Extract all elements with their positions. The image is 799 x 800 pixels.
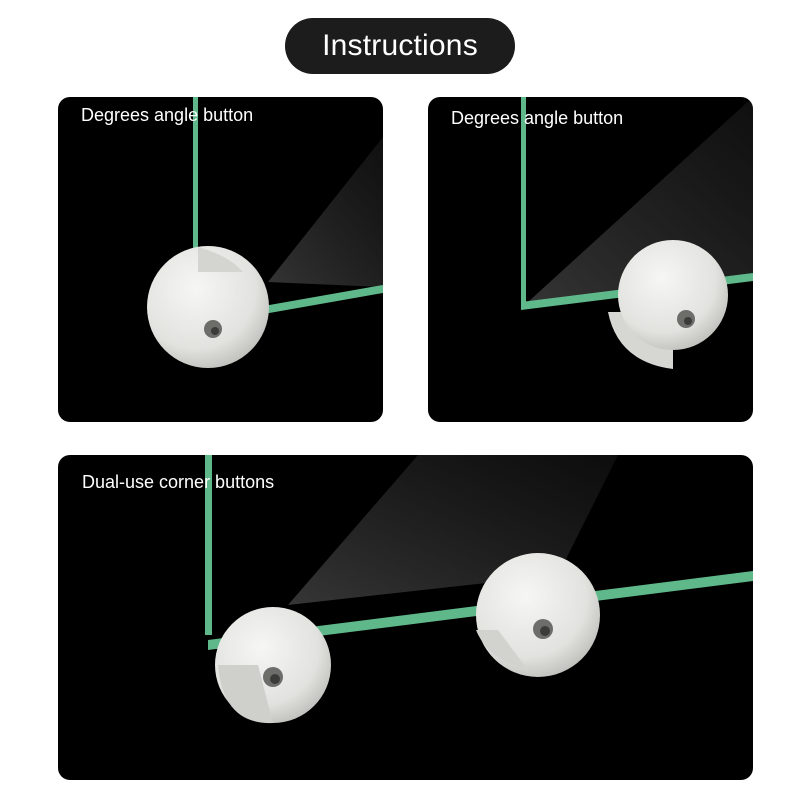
panel-caption: Dual-use corner buttons xyxy=(82,472,275,492)
corner-button-notch xyxy=(198,247,243,272)
panel-caption: Degrees angle button xyxy=(451,108,624,128)
screw-hole-inner xyxy=(211,327,219,335)
corner-button-illustration xyxy=(147,97,383,368)
screw-hole-inner xyxy=(540,626,550,636)
glass-shelf xyxy=(268,137,383,287)
panel-dual-use: Dual-use corner buttons xyxy=(58,455,753,780)
corner-button-left-lip xyxy=(218,665,273,724)
instructions-title-pill: Instructions xyxy=(285,18,515,74)
corner-buttons-illustration xyxy=(205,455,753,724)
panel-degrees-angle-1: Degrees angle button xyxy=(58,97,383,422)
glass-edge-horizontal xyxy=(258,285,383,315)
screw-hole-inner xyxy=(270,674,280,684)
corner-button-body xyxy=(147,246,269,368)
glass-edge-vertical xyxy=(205,455,212,635)
corner-button-right-notch xyxy=(476,630,528,670)
instructions-title: Instructions xyxy=(322,29,478,62)
panel-caption: Degrees angle button xyxy=(81,105,254,125)
screw-hole-inner xyxy=(684,317,692,325)
corner-button-illustration xyxy=(521,97,753,369)
glass-edge-vertical xyxy=(521,97,526,307)
corner-button-right xyxy=(476,553,600,677)
glass-edge-vertical xyxy=(193,97,198,272)
corner-button-body xyxy=(618,240,728,350)
panel-degrees-angle-2: Degrees angle button xyxy=(428,97,753,422)
